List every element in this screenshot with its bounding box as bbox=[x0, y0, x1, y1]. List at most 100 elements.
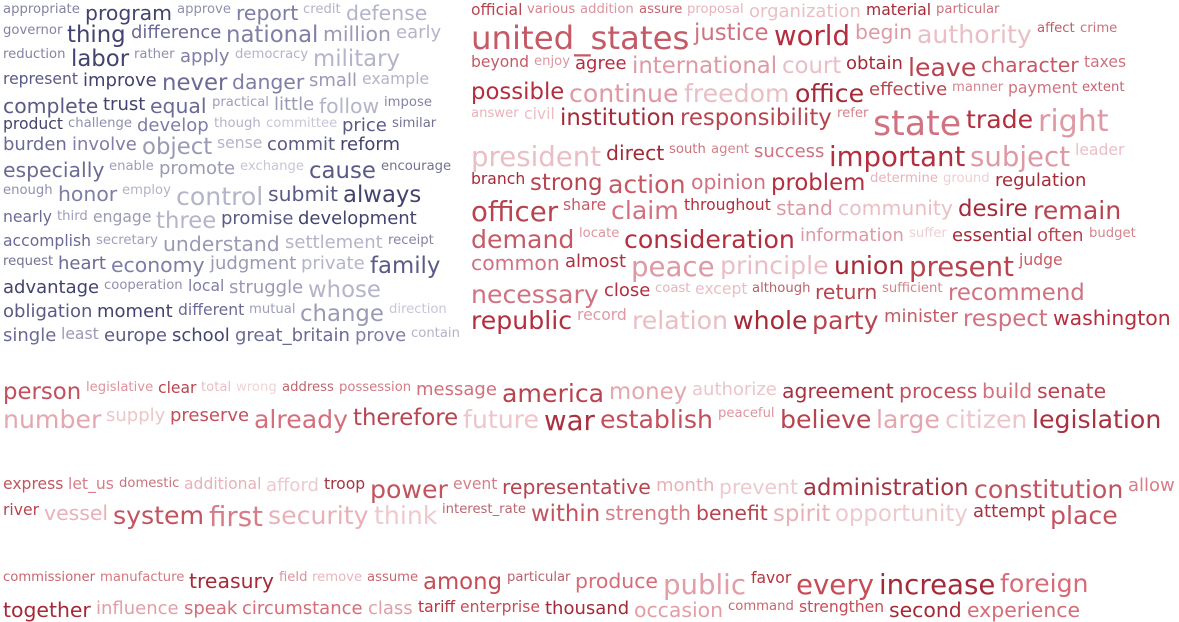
word-supply: supply bbox=[106, 405, 166, 426]
word-institution: institution bbox=[560, 105, 675, 131]
word-republic: republic bbox=[471, 306, 573, 335]
word-single: single bbox=[3, 325, 57, 346]
word-additional: additional bbox=[184, 475, 262, 493]
word-legislation: legislation bbox=[1032, 405, 1162, 434]
word-similar: similar bbox=[392, 116, 437, 131]
word-essential: essential bbox=[952, 225, 1033, 246]
word-benefit: benefit bbox=[696, 501, 768, 525]
word-afford: afford bbox=[266, 475, 319, 496]
word-circumstance: circumstance bbox=[242, 598, 363, 619]
word-labor: labor bbox=[71, 46, 130, 72]
word-foreign: foreign bbox=[1000, 569, 1089, 598]
word-process: process bbox=[899, 379, 978, 403]
word-defense: defense bbox=[346, 1, 428, 25]
word-agent: agent bbox=[711, 142, 750, 157]
word-coast: coast bbox=[655, 281, 691, 296]
word-governor: governor bbox=[3, 23, 63, 38]
word-throughout: throughout bbox=[684, 196, 771, 214]
word-approve: approve bbox=[177, 2, 231, 17]
word-secretary: secretary bbox=[96, 233, 158, 248]
word-speak: speak bbox=[184, 598, 238, 619]
word-suffer: suffer bbox=[909, 226, 947, 241]
word-encourage: encourage bbox=[381, 159, 452, 174]
word-determine: determine bbox=[870, 171, 938, 186]
word-civil: civil bbox=[524, 105, 555, 123]
word-regulation: regulation bbox=[995, 170, 1087, 191]
word-follow: follow bbox=[319, 94, 380, 118]
word-common: common bbox=[471, 251, 560, 275]
word-record: record bbox=[577, 306, 627, 324]
word-opinion: opinion bbox=[691, 170, 767, 194]
word-reform: reform bbox=[340, 134, 401, 155]
word-begin: begin bbox=[855, 20, 913, 44]
word-justice: justice bbox=[694, 20, 769, 46]
word-command: command bbox=[728, 599, 794, 614]
word-danger: danger bbox=[232, 70, 305, 94]
word-report: report bbox=[236, 1, 299, 25]
word-answer: answer bbox=[471, 106, 519, 121]
word-effective: effective bbox=[869, 79, 948, 100]
word-obtain: obtain bbox=[846, 53, 903, 74]
word-already: already bbox=[254, 405, 349, 434]
word-heart: heart bbox=[58, 253, 106, 274]
word-senate: senate bbox=[1037, 379, 1107, 403]
word-favor: favor bbox=[751, 569, 792, 587]
word-among: among bbox=[423, 569, 503, 595]
word-present: present bbox=[909, 250, 1014, 283]
word-month: month bbox=[656, 475, 715, 496]
word-clear: clear bbox=[158, 379, 197, 397]
word-interest-rate: interest_rate bbox=[442, 502, 526, 517]
word-obligation: obligation bbox=[3, 301, 93, 322]
word-enterprise: enterprise bbox=[460, 598, 540, 616]
word-various: various bbox=[527, 2, 576, 17]
word-national: national bbox=[226, 22, 319, 48]
word-freedom: freedom bbox=[684, 79, 790, 108]
word-responsibility: responsibility bbox=[680, 105, 832, 131]
word-object: object bbox=[142, 134, 213, 160]
word-peace: peace bbox=[631, 250, 715, 283]
word-court: court bbox=[782, 53, 842, 79]
word-example: example bbox=[362, 70, 430, 88]
word-reduction: reduction bbox=[3, 47, 66, 62]
word-exchange: exchange bbox=[240, 159, 304, 174]
word-committee: committee bbox=[266, 116, 338, 131]
word-authorize: authorize bbox=[692, 379, 777, 400]
word-treasury: treasury bbox=[189, 569, 274, 593]
word-build: build bbox=[982, 379, 1033, 403]
word-wrong: wrong bbox=[236, 380, 277, 395]
word-stand: stand bbox=[776, 196, 833, 220]
word-proposal: proposal bbox=[687, 2, 744, 17]
word-problem: problem bbox=[771, 170, 866, 196]
word-budget: budget bbox=[1089, 226, 1136, 241]
word-war: war bbox=[544, 404, 595, 437]
word-appropriate: appropriate bbox=[3, 2, 80, 17]
word-school: school bbox=[172, 325, 230, 346]
word-develop: develop bbox=[137, 115, 209, 136]
word-whose: whose bbox=[308, 277, 381, 303]
word-representative: representative bbox=[502, 475, 651, 499]
word-return: return bbox=[815, 280, 878, 304]
word-every: every bbox=[796, 568, 874, 601]
word-equal: equal bbox=[150, 94, 207, 118]
word-spirit: spirit bbox=[773, 501, 831, 527]
word-vessel: vessel bbox=[44, 501, 109, 525]
word-consideration: consideration bbox=[624, 225, 795, 254]
word-enable: enable bbox=[109, 159, 154, 174]
word-often: often bbox=[1037, 225, 1084, 246]
word-share: share bbox=[563, 196, 607, 214]
word-establish: establish bbox=[600, 405, 713, 434]
word-character: character bbox=[981, 53, 1079, 77]
word-state: state bbox=[873, 104, 962, 144]
word-ground: ground bbox=[943, 171, 990, 186]
word-event: event bbox=[453, 475, 498, 493]
word-except: except bbox=[695, 280, 748, 298]
word-increase: increase bbox=[879, 568, 996, 601]
word-peaceful: peaceful bbox=[718, 406, 775, 421]
word-address: address bbox=[282, 380, 334, 395]
word-troop: troop bbox=[324, 475, 366, 493]
word-least: least bbox=[61, 325, 99, 343]
word-product: product bbox=[3, 115, 63, 133]
